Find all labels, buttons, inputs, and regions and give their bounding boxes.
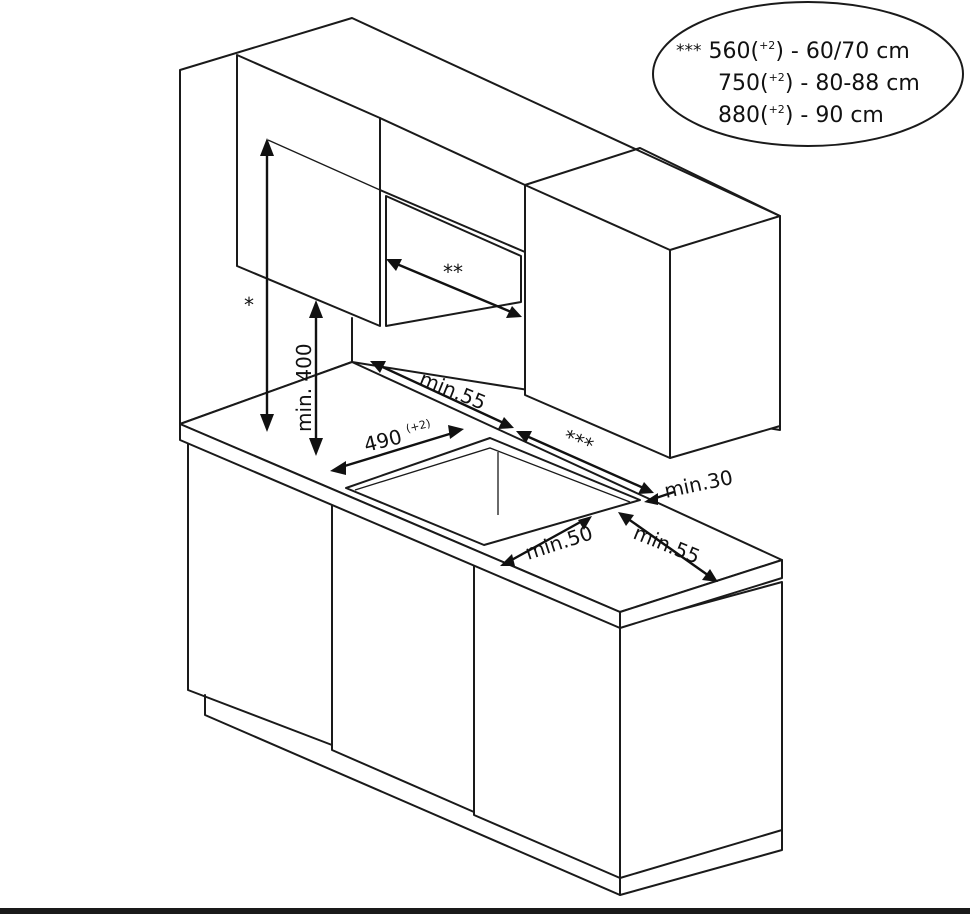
right-wall-cabinet — [524, 147, 781, 459]
legend-line-2-sup: +2 — [769, 71, 785, 84]
legend-line-2: 750(+2) - 80-88 cm — [718, 71, 920, 96]
dimension-lines — [260, 138, 718, 582]
hood-cabinet — [351, 117, 526, 363]
left-wall-cabinet — [236, 54, 381, 327]
bottom-border — [0, 908, 970, 914]
legend-line-3-sup: +2 — [769, 103, 785, 116]
single-star-label: * — [244, 293, 254, 317]
legend-line-3-range: 90 cm — [815, 103, 884, 128]
legend-line-1-marker: *** — [676, 41, 702, 61]
legend-line-2-value: 750 — [718, 71, 760, 96]
legend-line-1: *** 560(+2) - 60/70 cm — [676, 37, 910, 64]
double-star-label: ** — [443, 260, 463, 284]
cutout-width-sup: (+2) — [405, 417, 432, 436]
hob-cutout — [345, 437, 641, 546]
legend-line-3-value: 880 — [718, 103, 760, 128]
legend-line-1-range: 60/70 cm — [806, 39, 910, 64]
base-cabinets — [187, 439, 783, 896]
legend-line-1-value: 560 — [709, 39, 751, 64]
legend-line-1-sup: +2 — [759, 39, 775, 52]
min-30-label: min.30 — [662, 465, 735, 503]
min-400-label: min. 400 — [292, 343, 316, 432]
legend-line-3: 880(+2) - 90 cm — [718, 103, 884, 128]
legend-line-2-range: 80-88 cm — [815, 71, 919, 96]
size-legend: *** 560(+2) - 60/70 cm 750(+2) - 80-88 c… — [652, 1, 964, 147]
